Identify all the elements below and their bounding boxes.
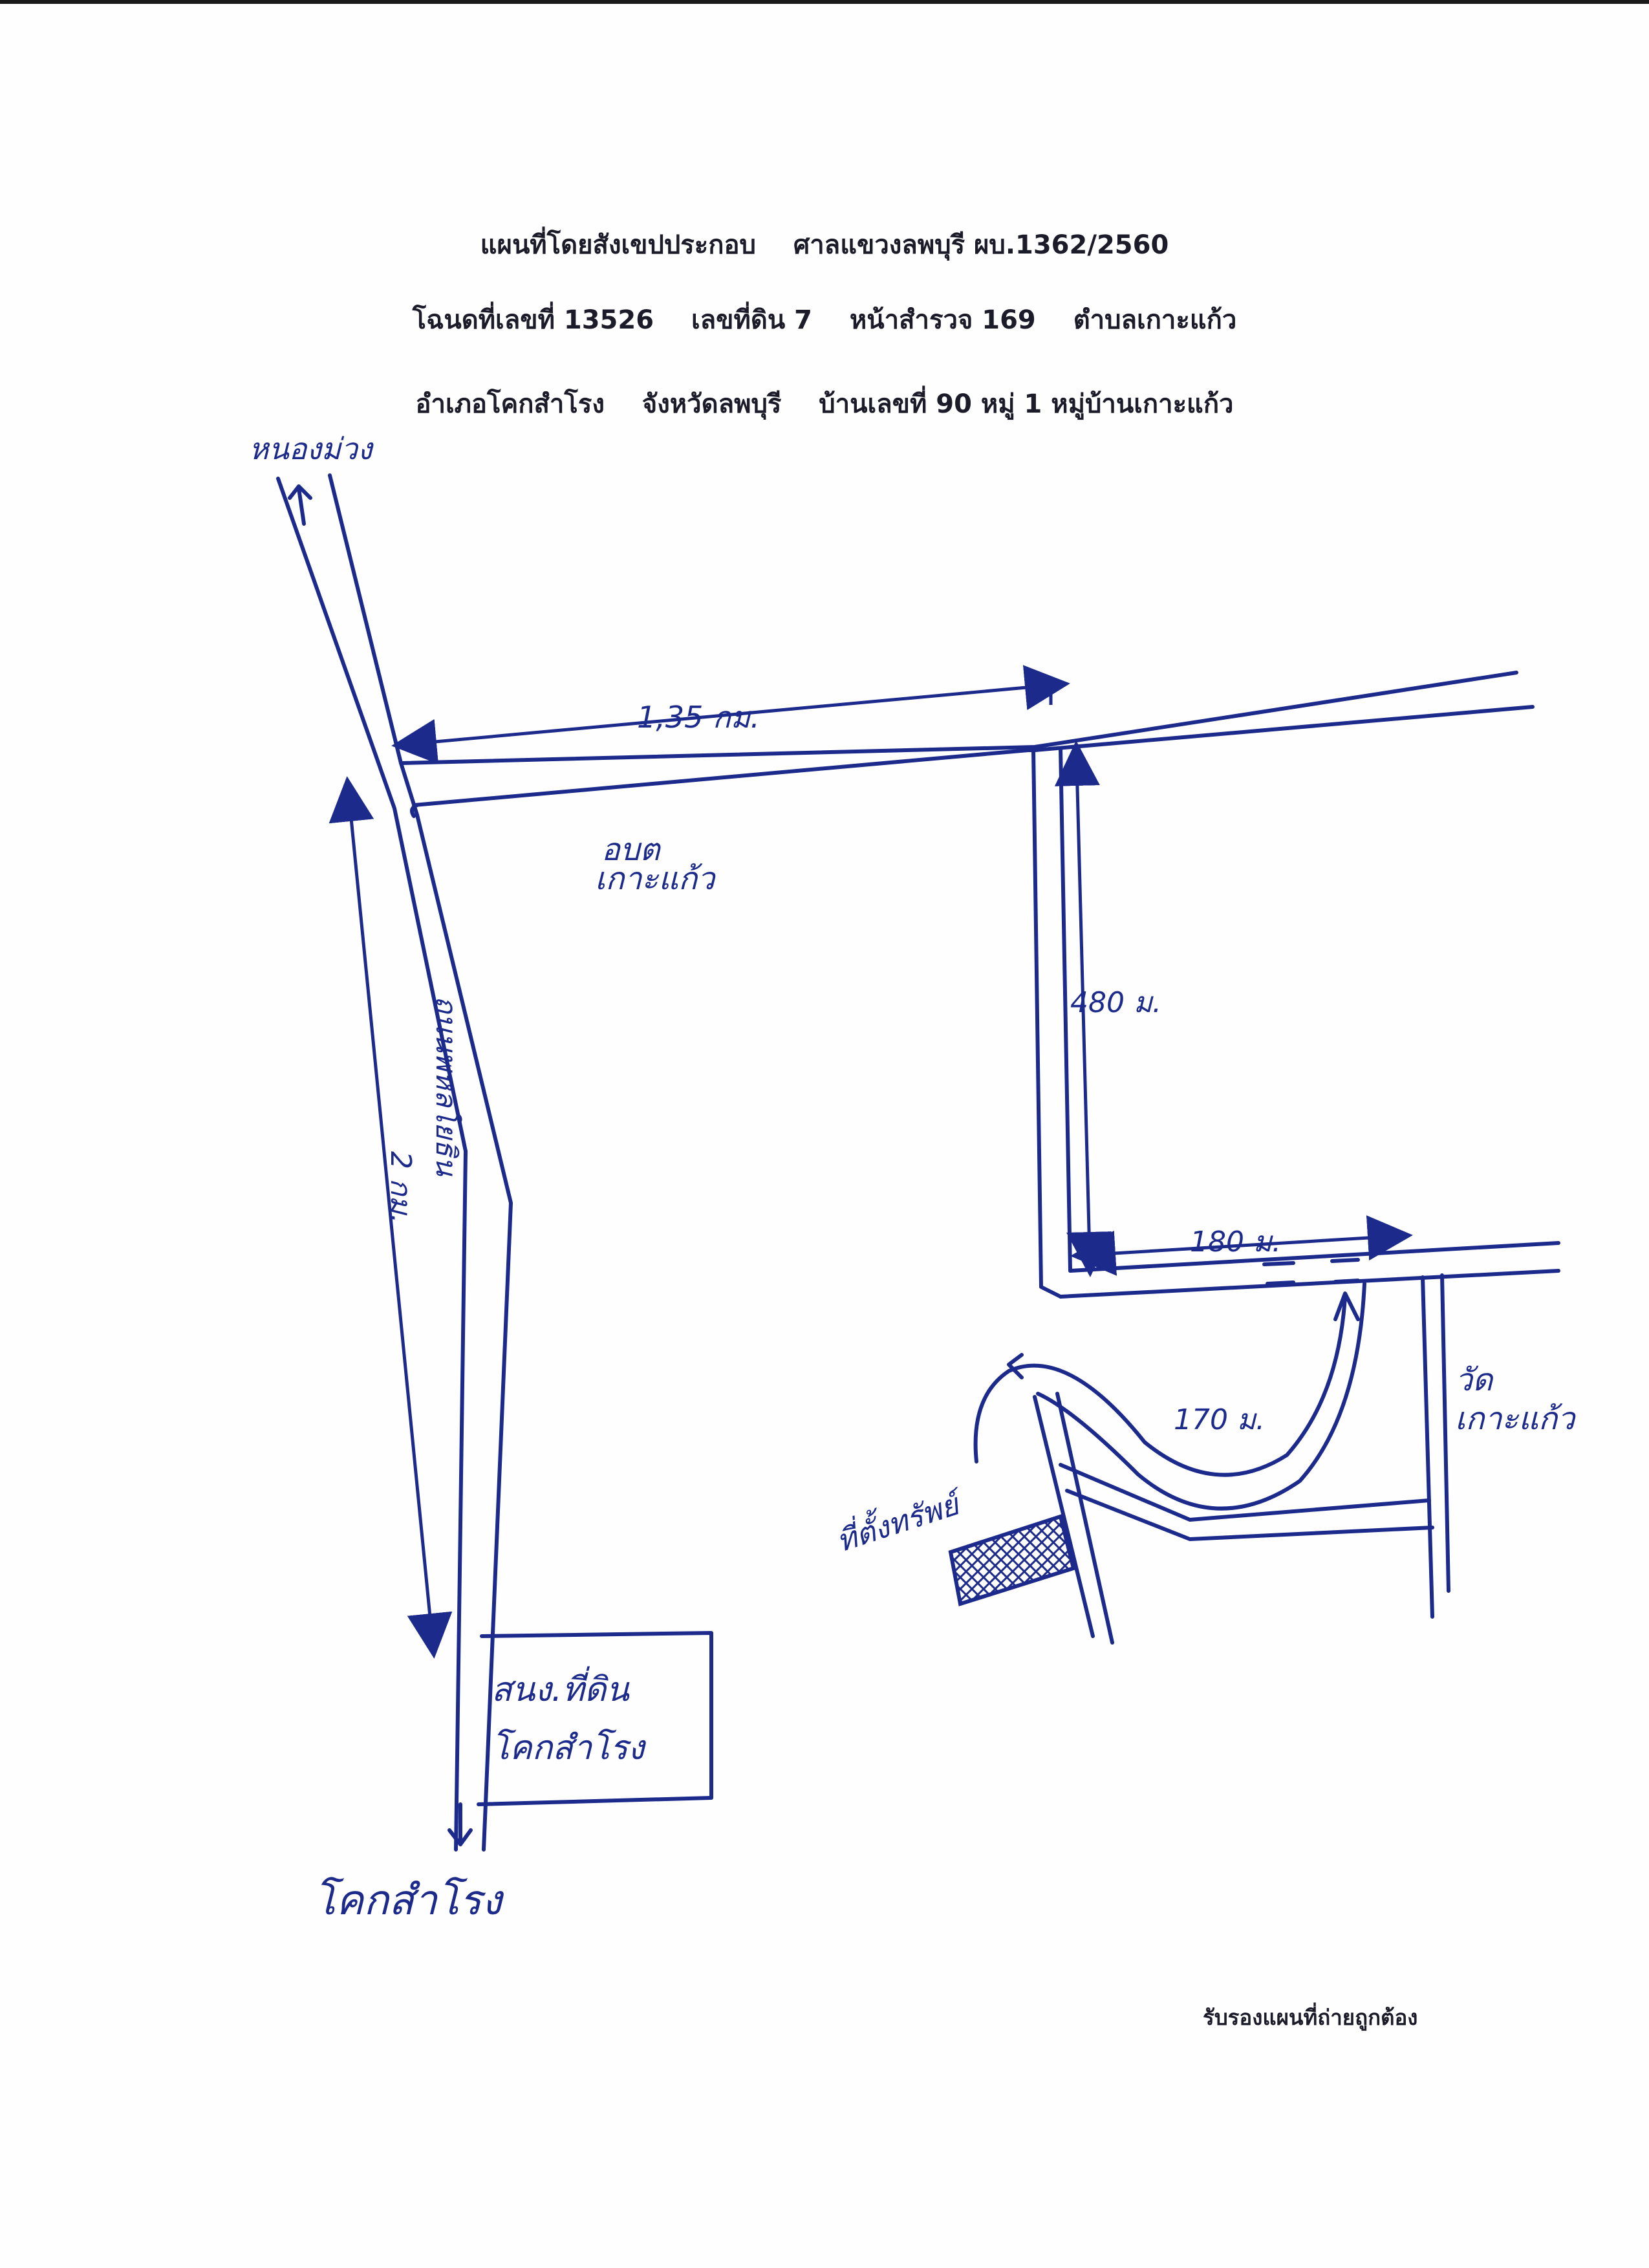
temple-label-line1: วัด (1455, 1362, 1494, 1398)
north-arrow (288, 484, 312, 526)
land-number: เลขที่ดิน 7 (691, 305, 812, 335)
curve-lane-inner (1036, 1282, 1366, 1511)
bottom-road-top-edge (1068, 1241, 1560, 1273)
house-address: บ้านเลขที่ 90 หมู่ 1 หมู่บ้านเกาะแก้ว (819, 389, 1234, 419)
land-office-label-line2: โคกสำโรง (491, 1729, 647, 1767)
curve-arrow-end (1007, 1353, 1024, 1379)
certification-note: รับรองแผนที่ถ่ายถูกต้อง (1203, 2005, 1418, 2030)
tambon-label-line1: อบต (601, 832, 662, 868)
dimension-tick-b (425, 1616, 434, 1647)
header-line-3: อำเภอโคกสำโรง จังหวัดลพบุรี บ้านเลขที่ 9… (0, 383, 1649, 424)
land-office-box (477, 1631, 713, 1806)
east-road-top-edge (399, 671, 1518, 765)
dimension-east-line (391, 665, 1070, 764)
property-lane-cross (1059, 1463, 1431, 1522)
curve-arrow-start (1333, 1291, 1360, 1321)
map-title: แผนที่โดยสังเขปประกอบ (480, 230, 756, 260)
header-line-1: แผนที่โดยสังเขปประกอบ ศาลแขวงลพบุรี ผบ.1… (0, 224, 1649, 265)
south-destination-label: โคกสำโรง (314, 1877, 504, 1925)
gate-mark-1 (1262, 1261, 1295, 1266)
property-lane-cross-2 (1065, 1489, 1434, 1541)
curve-lane-outer (973, 1295, 1347, 1477)
tambon-label-line2: เกาะแก้ว (595, 861, 717, 897)
survey-page: หน้าสำรวจ 169 (849, 305, 1036, 335)
court-case: ศาลแขวงลพบุรี ผบ.1362/2560 (793, 230, 1169, 260)
gate-mark-3 (1266, 1280, 1295, 1286)
gate-mark-2 (1330, 1258, 1360, 1263)
dimension-south-line (1054, 740, 1112, 1277)
distance-south-label: 480 ม. (1070, 986, 1161, 1019)
side-road-left-edge (1031, 747, 1062, 1299)
main-road-right-edge (328, 473, 513, 1852)
distance-east-label: 1,35 กม. (637, 700, 760, 735)
header-line-2: โฉนดที่เลขที่ 13526 เลขที่ดิน 7 หน้าสำรว… (0, 299, 1649, 340)
property-lane-left (1033, 1395, 1095, 1638)
distance-east2-label: 180 ม. (1190, 1226, 1281, 1258)
north-destination-label: หนองม่วง (249, 431, 374, 466)
bottom-road-bottom-edge (1059, 1269, 1560, 1299)
south-arrow (447, 1802, 473, 1846)
scan-edge (0, 0, 1649, 4)
district: อำเภอโคกสำโรง (415, 389, 605, 419)
side-road-right-edge (1059, 747, 1072, 1273)
distance-main-road-label: 2 กม. (384, 1151, 417, 1224)
temple-boundary-left (1421, 1275, 1434, 1619)
deed-number: โฉนดที่เลขที่ 13526 (412, 305, 654, 335)
temple-label-line2: เกาะแก้ว (1455, 1401, 1577, 1437)
subdistrict: ตำบลเกาะแก้ว (1073, 305, 1237, 335)
province: จังหวัดลพบุรี (641, 389, 782, 419)
main-road-label: ถนนพหลโยธิน (429, 996, 462, 1177)
property-label: ที่ตั้งทรัพย์ (831, 1481, 969, 1559)
dimension-east2-line (1070, 1215, 1413, 1276)
land-office-label-line1: สนง.ที่ดิน (491, 1666, 630, 1709)
dimension-main-line (329, 776, 453, 1659)
temple-boundary-right (1440, 1273, 1450, 1593)
east-road-bottom-edge (412, 705, 1535, 807)
gate-mark-4 (1333, 1279, 1360, 1284)
property-lane-right (1055, 1392, 1114, 1645)
property-parcel (948, 1514, 1076, 1606)
distance-curve-label: 170 ม. (1174, 1403, 1265, 1436)
